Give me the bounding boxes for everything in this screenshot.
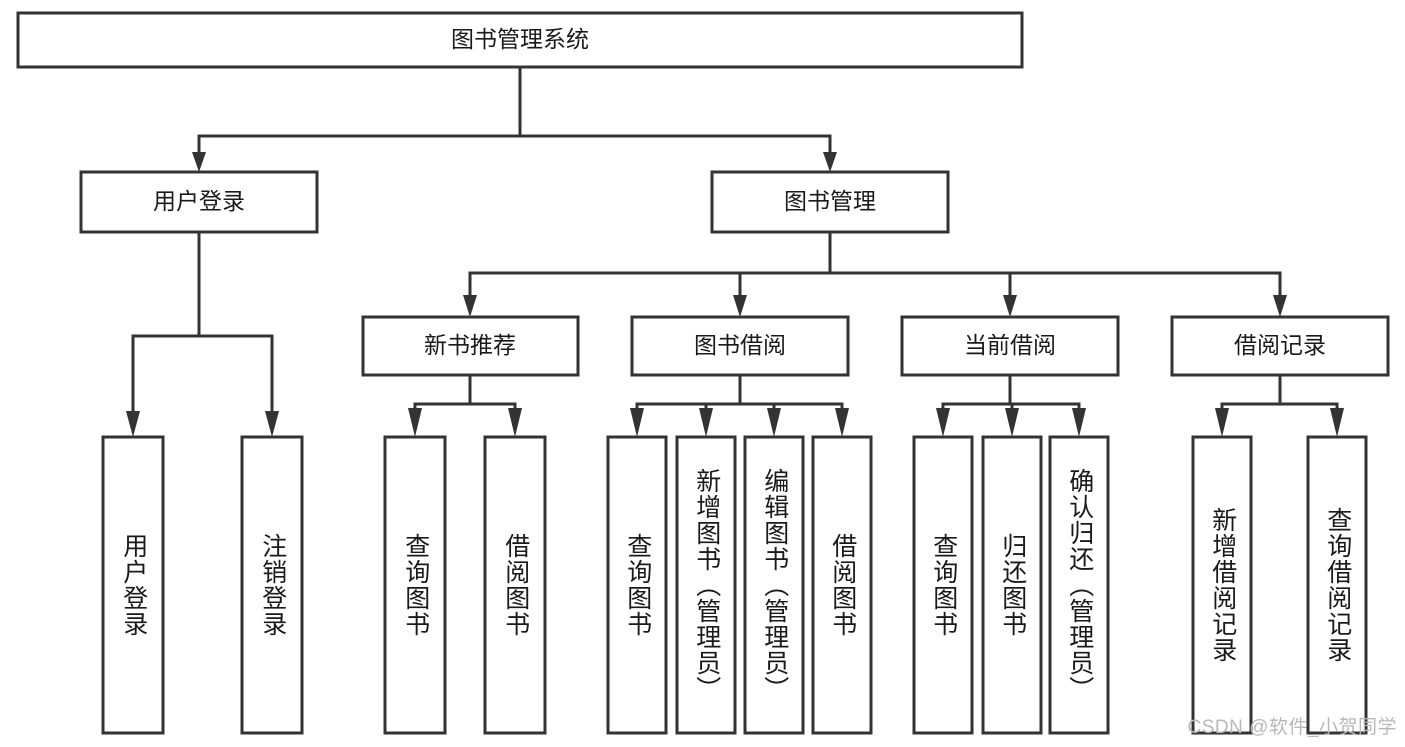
arrowhead-book-manage [823, 152, 837, 172]
arrowhead-user-login [192, 152, 206, 172]
arrowhead-leaf-logout [265, 411, 279, 437]
label-book-manage: 图书管理 [784, 188, 876, 214]
arrowhead-leaf-user-login [126, 411, 140, 437]
arrowhead-leaf-query-book-1 [408, 408, 422, 437]
node-leaf-add-book[interactable] [675, 435, 737, 735]
arrowhead-leaf-borrow-book-2 [835, 408, 849, 437]
arrowhead-leaf-add-record [1215, 408, 1229, 437]
arrowhead-leaf-confirm-return [1072, 408, 1086, 437]
label-new-book-rec: 新书推荐 [424, 332, 516, 358]
node-box-group [16, 11, 1390, 735]
node-label-group: 图书管理系统 用户登录 图书管理 新书推荐 图书借阅 当前借阅 借阅记录 [153, 26, 1326, 358]
node-leaf-query-book-1[interactable] [383, 435, 447, 735]
node-leaf-user-login[interactable] [101, 435, 165, 735]
arrowhead-leaf-edit-book [767, 408, 781, 437]
csdn-watermark: CSDN @软件_小贺同学 [1187, 717, 1397, 738]
arrowhead-leaf-borrow-book-1 [508, 408, 522, 437]
arrowhead-leaf-query-book-3 [936, 408, 950, 437]
node-new-book-rec[interactable] [361, 315, 580, 377]
arrowhead-leaf-query-record [1330, 408, 1344, 437]
label-borrow-record: 借阅记录 [1234, 332, 1326, 358]
arrowhead-borrow-record [1273, 295, 1287, 317]
node-leaf-borrow-book-1[interactable] [483, 435, 547, 735]
node-leaf-logout[interactable] [240, 435, 304, 735]
arrowhead-leaf-query-book-2 [630, 408, 644, 437]
node-book-borrow[interactable] [630, 315, 850, 377]
label-current-borrow: 当前借阅 [964, 332, 1056, 358]
arrowhead-book-borrow [733, 295, 747, 317]
node-borrow-record[interactable] [1170, 315, 1390, 377]
node-leaf-query-book-3[interactable] [912, 435, 974, 735]
node-leaf-borrow-book-2[interactable] [811, 435, 873, 735]
label-root: 图书管理系统 [451, 26, 589, 52]
arrowhead-new-book-rec [463, 295, 477, 317]
node-root[interactable] [16, 11, 1024, 69]
node-book-manage[interactable] [710, 170, 950, 234]
node-leaf-query-record[interactable] [1306, 435, 1368, 735]
node-current-borrow[interactable] [900, 315, 1120, 377]
node-leaf-query-book-2[interactable] [606, 435, 668, 735]
node-leaf-add-record[interactable] [1191, 435, 1253, 735]
label-user-login: 用户登录 [153, 188, 245, 214]
connector-group [126, 65, 1344, 437]
label-book-borrow: 图书借阅 [694, 332, 786, 358]
node-leaf-edit-book[interactable] [743, 435, 805, 735]
arrowhead-leaf-add-book [699, 408, 713, 437]
node-user-login[interactable] [79, 170, 319, 234]
node-leaf-return-book[interactable] [981, 435, 1043, 735]
node-leaf-confirm-return[interactable] [1048, 435, 1110, 735]
arrowhead-leaf-return-book [1005, 408, 1019, 437]
arrowhead-current-borrow [1003, 295, 1017, 317]
